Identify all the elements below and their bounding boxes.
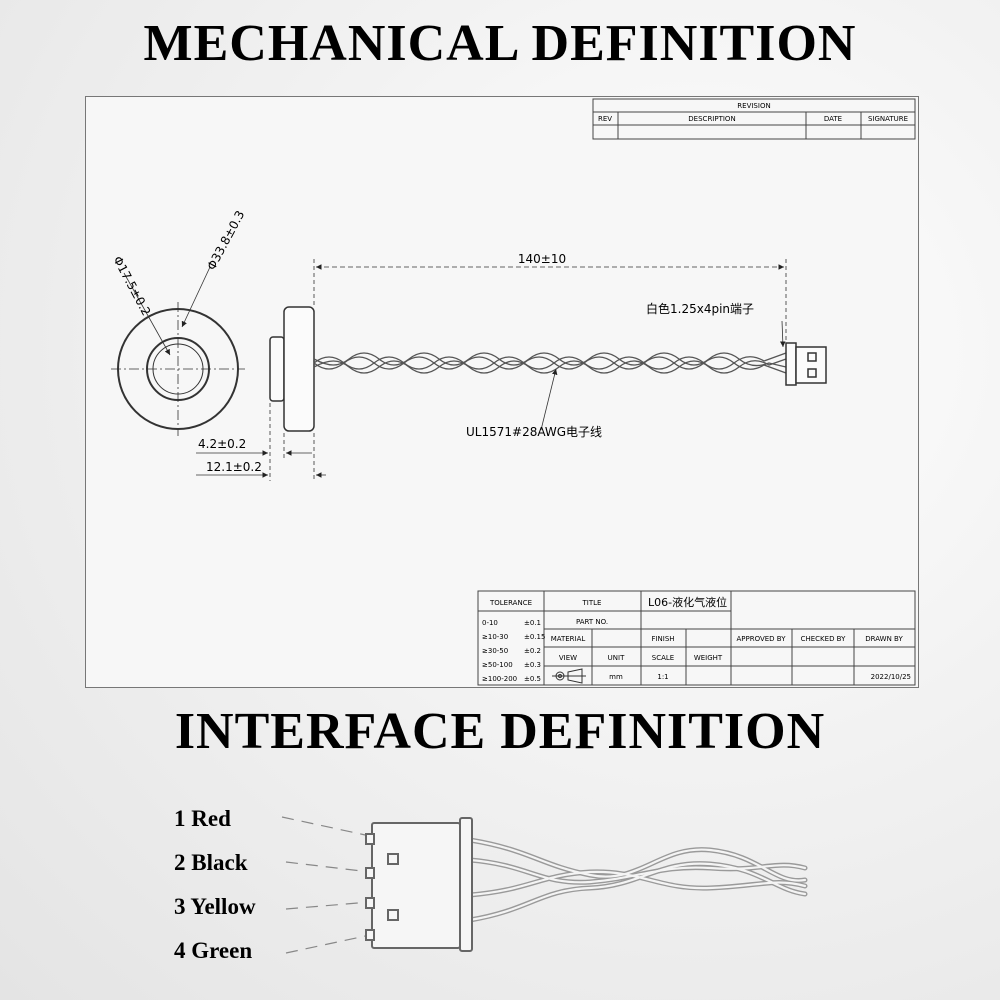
pin-leader-lines bbox=[281, 816, 371, 954]
pin-2-label: 2 Black bbox=[174, 850, 248, 875]
outer-diameter-dimension: Φ33.8±0.3 bbox=[204, 208, 247, 272]
connector-note: 白色1.25x4pin端子 bbox=[646, 301, 754, 316]
sensor-front-view bbox=[111, 266, 245, 436]
title-block-grid bbox=[477, 590, 916, 686]
weight-label: WEIGHT bbox=[694, 654, 723, 662]
scale-label: SCALE bbox=[652, 654, 674, 662]
scale-value: 1:1 bbox=[657, 673, 668, 681]
sensor-side-view bbox=[269, 306, 315, 432]
flange-thickness-dimension: 4.2±0.2 bbox=[198, 437, 246, 451]
total-thickness-dimension: 12.1±0.2 bbox=[206, 460, 262, 474]
drawing-date: 2022/10/25 bbox=[871, 673, 911, 681]
tolerance-value-5: ±0.5 bbox=[524, 675, 541, 683]
revision-col-rev: REV bbox=[598, 115, 612, 123]
pin-4-label: 4 Green bbox=[174, 938, 253, 963]
tolerance-range-4: ≥50-100 bbox=[482, 661, 513, 669]
drawn-by-label: DRAWN BY bbox=[865, 635, 903, 643]
tolerance-header: TOLERANCE bbox=[489, 599, 532, 607]
thickness-dimension-lines bbox=[196, 403, 326, 481]
approved-by-label: APPROVED BY bbox=[736, 635, 786, 643]
unit-label: UNIT bbox=[608, 654, 625, 662]
view-label: VIEW bbox=[559, 654, 577, 662]
interface-definition-heading: INTERFACE DEFINITION bbox=[174, 703, 826, 760]
projection-symbol-icon bbox=[552, 668, 586, 684]
mechanical-definition-heading: MECHANICAL DEFINITION bbox=[143, 15, 857, 72]
engineering-drawing: REVISION REV DESCRIPTION DATE SIGNATURE … bbox=[110, 98, 916, 686]
material-label: MATERIAL bbox=[551, 635, 586, 643]
title-label: TITLE bbox=[582, 599, 602, 607]
revision-title: REVISION bbox=[737, 102, 770, 110]
tolerance-range-1: 0-10 bbox=[482, 619, 498, 627]
tolerance-range-3: ≥30-50 bbox=[482, 647, 508, 655]
part-no-label: PART NO. bbox=[576, 618, 608, 626]
interface-connector bbox=[365, 817, 473, 952]
revision-col-signature: SIGNATURE bbox=[868, 115, 908, 123]
tolerance-range-2: ≥10-30 bbox=[482, 633, 508, 641]
engineering-drawing-sheet: REVISION REV DESCRIPTION DATE SIGNATURE … bbox=[85, 96, 919, 688]
cable-length-dimension-line bbox=[313, 259, 787, 347]
connector-drawing bbox=[785, 342, 827, 386]
cable-length-value: 140±10 bbox=[518, 252, 566, 266]
pin-3-label: 3 Yellow bbox=[174, 894, 256, 919]
pin-1-label: 1 Red bbox=[174, 806, 231, 831]
tolerance-value-4: ±0.3 bbox=[524, 661, 541, 669]
tolerance-value-2: ±0.15 bbox=[524, 633, 545, 641]
unit-value: mm bbox=[609, 673, 623, 681]
revision-col-date: DATE bbox=[824, 115, 842, 123]
tolerance-value-3: ±0.2 bbox=[524, 647, 541, 655]
revision-block bbox=[592, 98, 916, 140]
tolerance-value-1: ±0.1 bbox=[524, 619, 541, 627]
wire-note: UL1571#28AWG电子线 bbox=[466, 425, 602, 439]
tolerance-range-5: ≥100-200 bbox=[482, 675, 517, 683]
revision-col-description: DESCRIPTION bbox=[688, 115, 735, 123]
interface-illustration bbox=[281, 816, 808, 954]
interface-wires-highlight bbox=[468, 838, 807, 922]
title-value: L06-液化气液位 bbox=[648, 595, 727, 609]
finish-label: FINISH bbox=[651, 635, 674, 643]
twisted-cable bbox=[313, 352, 787, 374]
inner-diameter-dimension: Φ17.5±0.2 bbox=[110, 254, 153, 318]
checked-by-label: CHECKED BY bbox=[801, 635, 847, 643]
